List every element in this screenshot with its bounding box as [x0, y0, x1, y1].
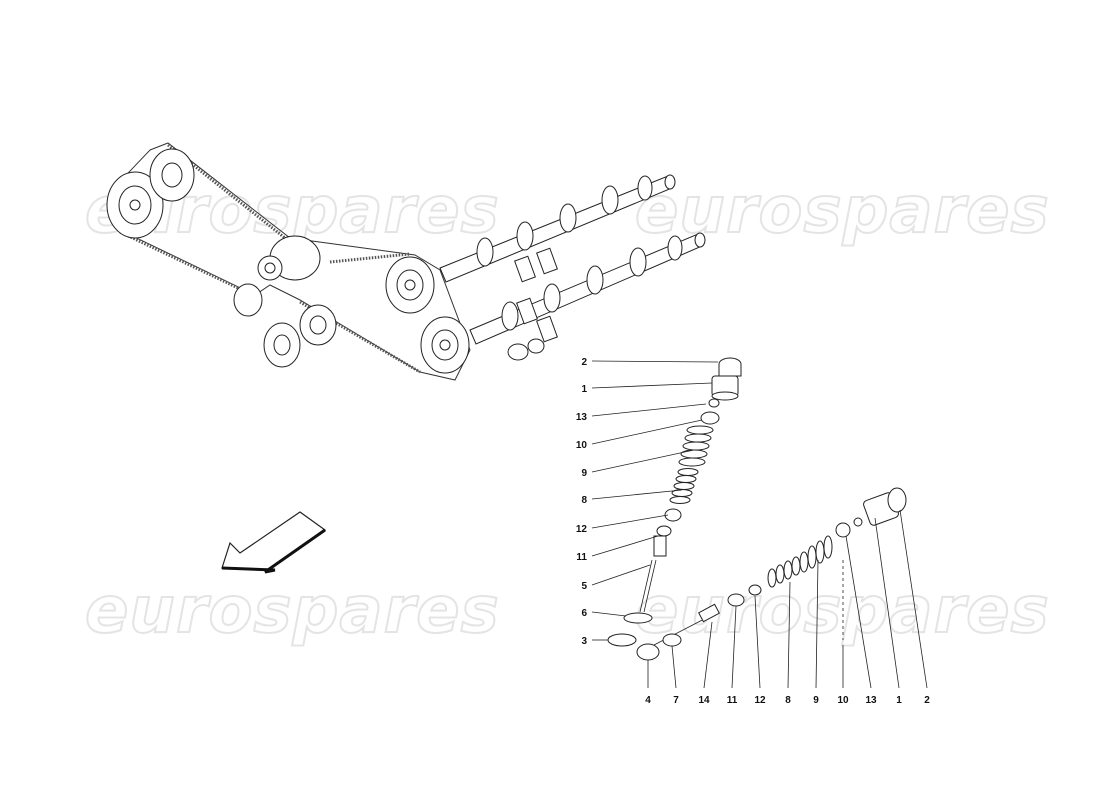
valve-head-horizontal	[636, 643, 660, 661]
valve-head	[623, 612, 653, 624]
callout-1: 1	[581, 384, 587, 395]
valve-spring-horizontal	[767, 535, 833, 588]
spring-retainer	[700, 411, 720, 425]
callout-bottom-1: 1	[896, 695, 902, 706]
callout-8: 8	[581, 495, 587, 506]
callout-bottom-14: 14	[698, 695, 710, 706]
callout-11: 11	[576, 552, 587, 563]
callout-12: 12	[576, 524, 588, 535]
leader-lines-vertical	[591, 360, 719, 641]
oil-seal	[656, 525, 672, 537]
valve-stack-vertical	[607, 357, 742, 647]
shim	[708, 398, 720, 408]
callout-bottom-7: 7	[673, 695, 679, 706]
camshafts	[439, 174, 706, 361]
valve-guide	[653, 535, 667, 557]
callout-2: 2	[581, 357, 587, 368]
callouts-bottom: 4 7 14 11 12 8 9 10 13 1 2	[645, 695, 930, 706]
valve-spring-inner	[669, 468, 699, 504]
callout-9: 9	[581, 468, 587, 479]
timing-belt-assembly	[106, 142, 471, 381]
idler-pulley-small	[233, 283, 263, 317]
valve-seat	[607, 633, 637, 647]
spring-seat	[664, 508, 682, 522]
callout-bottom-8: 8	[785, 695, 791, 706]
callout-10: 10	[576, 440, 588, 451]
callouts-vertical: 2 1 13 10 9 8 12 11 5 6 3	[576, 357, 588, 647]
callout-bottom-12: 12	[754, 695, 766, 706]
watermarks: eurospares eurospares eurospares eurospa…	[84, 173, 1050, 649]
valve-spring-outer	[678, 425, 714, 467]
callout-6: 6	[581, 608, 587, 619]
front-direction-arrow-icon	[221, 511, 327, 574]
callout-3: 3	[581, 636, 587, 647]
callout-bottom-11: 11	[727, 695, 738, 706]
callout-bottom-13: 13	[865, 695, 877, 706]
callout-13: 13	[576, 412, 588, 423]
callout-bottom-4: 4	[645, 695, 651, 706]
callout-bottom-10: 10	[837, 695, 849, 706]
callout-5: 5	[581, 581, 587, 592]
callout-bottom-9: 9	[813, 695, 819, 706]
callout-bottom-2: 2	[924, 695, 930, 706]
watermark-bottom-right: eurospares	[635, 574, 1050, 648]
valve-stack-horizontal	[636, 487, 907, 661]
leader-lines-bottom	[647, 509, 928, 689]
watermark-bottom-left: eurospares	[85, 574, 500, 648]
